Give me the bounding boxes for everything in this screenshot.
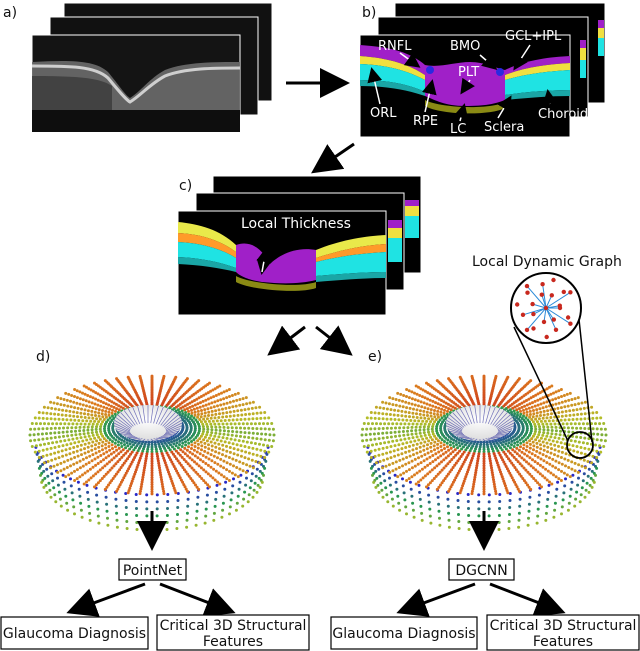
panel-e-label: e) bbox=[368, 349, 382, 365]
panel-a-label: a) bbox=[3, 5, 17, 21]
local-dynamic-graph-inset bbox=[510, 272, 594, 459]
label-rpe: RPE bbox=[413, 114, 438, 129]
output-left-features: Critical 3D Structural Features bbox=[156, 614, 310, 651]
label-lc: LC bbox=[450, 122, 466, 137]
label-rnfl: RNFL bbox=[378, 39, 412, 54]
arrow-b-to-c bbox=[311, 142, 355, 174]
output-right-features: Critical 3D Structural Features bbox=[486, 614, 640, 651]
label-plt: PLT bbox=[458, 65, 479, 80]
output-arrows bbox=[66, 582, 566, 617]
label-bmo: BMO bbox=[450, 39, 480, 54]
label-choroid: Choroid bbox=[538, 107, 588, 122]
dgcnn-box: DGCNN bbox=[448, 558, 515, 581]
output-right-features-line1: Critical 3D Structural bbox=[490, 618, 637, 634]
output-left-diagnosis-text: Glaucoma Diagnosis bbox=[3, 626, 146, 642]
label-gcl-ipl: GCL+IPL bbox=[505, 29, 562, 44]
dgcnn-label: DGCNN bbox=[455, 563, 507, 579]
point-cloud-right bbox=[360, 374, 608, 532]
graph-nodes bbox=[515, 277, 573, 340]
split-arrows bbox=[267, 325, 353, 356]
graph-edges bbox=[522, 284, 571, 331]
panel-d-label: d) bbox=[36, 349, 50, 365]
label-orl: ORL bbox=[370, 106, 397, 121]
panel-c-label: c) bbox=[179, 178, 192, 194]
panel-b-label: b) bbox=[362, 5, 376, 21]
output-left-features-line1: Critical 3D Structural bbox=[160, 618, 307, 634]
segmentation-annotations: RNFL BMO GCL+IPL PLT ORL RPE LC Sclera C… bbox=[367, 29, 588, 137]
output-right-diagnosis-text: Glaucoma Diagnosis bbox=[332, 626, 475, 642]
output-right-diagnosis: Glaucoma Diagnosis bbox=[330, 616, 478, 650]
output-left-diagnosis: Glaucoma Diagnosis bbox=[0, 616, 149, 650]
output-right-features-line2: Features bbox=[533, 634, 593, 650]
thickness-stack bbox=[177, 175, 422, 316]
raw-oct-stack bbox=[31, 2, 273, 133]
output-left-features-line2: Features bbox=[203, 634, 263, 650]
pointnet-label: PointNet bbox=[123, 563, 183, 579]
graph-label: Local Dynamic Graph bbox=[472, 254, 622, 270]
point-cloud-left bbox=[28, 374, 276, 532]
pointnet-box: PointNet bbox=[118, 558, 187, 581]
thickness-label: Local Thickness bbox=[241, 216, 351, 232]
label-sclera: Sclera bbox=[484, 120, 524, 135]
